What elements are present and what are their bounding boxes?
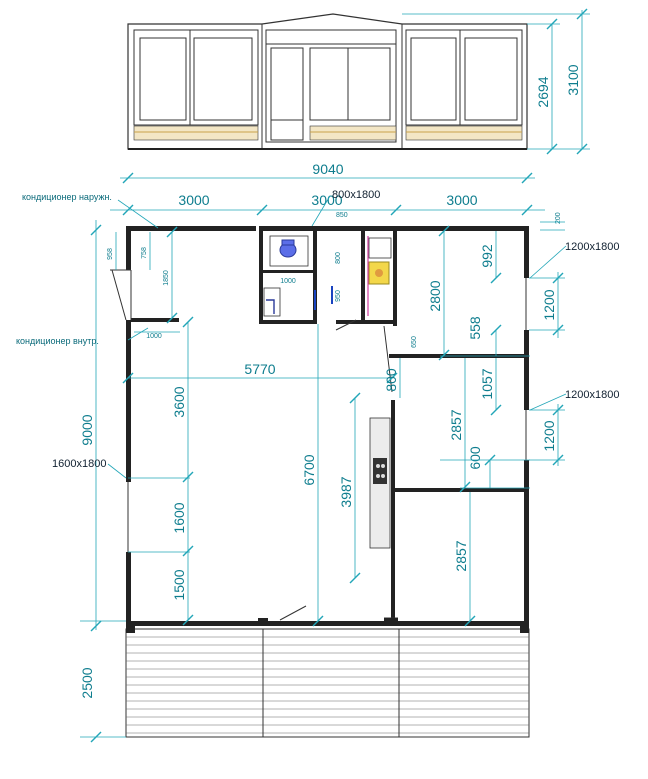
shower-fixture xyxy=(263,287,281,317)
label-ac-outer: кондиционер наружн. xyxy=(22,192,112,202)
fixtures xyxy=(263,235,392,549)
stove xyxy=(373,458,387,484)
label-ac-inner: кондиционер внутр. xyxy=(16,336,99,346)
dim-deck-depth: 2500 xyxy=(79,667,95,698)
elev-height-2694: 2694 xyxy=(535,76,551,107)
dim-558: 558 xyxy=(467,316,483,340)
front-elevation xyxy=(127,13,528,150)
door-size-label: 800x1800 xyxy=(332,189,380,201)
dim-2857-lower: 2857 xyxy=(453,540,469,571)
openings xyxy=(110,269,527,621)
dim-5770: 5770 xyxy=(244,361,275,377)
dim-2857-upper: 2857 xyxy=(448,409,464,440)
dim-total-width: 9040 xyxy=(312,161,343,177)
label-window-left: 1600x1800 xyxy=(52,458,106,470)
dim-958: 958 xyxy=(107,248,114,260)
dim-850: 850 xyxy=(336,212,348,219)
dim-6700: 6700 xyxy=(301,454,317,485)
left-dimensions: 9000 2500 958 758 1850 1000 3600 1600 15… xyxy=(79,220,194,743)
dim-wc-950: 950 xyxy=(335,290,342,302)
dim-right-1200-a: 1200 xyxy=(541,289,557,320)
terrace-deck xyxy=(125,618,530,738)
top-dimensions: 9040 3000 3000 3000 800x1800 850 200 xyxy=(110,161,565,231)
dim-758: 758 xyxy=(141,247,148,259)
dim-seg-2: 3000 xyxy=(311,192,342,208)
dim-200: 200 xyxy=(555,212,562,224)
label-window-right-1: 1200x1800 xyxy=(565,241,619,253)
dim-3987: 3987 xyxy=(338,476,354,507)
dim-seg-1: 3000 xyxy=(178,192,209,208)
dim-1850: 1850 xyxy=(163,270,170,286)
label-window-right-2: 1200x1800 xyxy=(565,389,619,401)
dim-3600: 3600 xyxy=(171,386,187,417)
elev-height-3100: 3100 xyxy=(565,64,581,95)
dim-seg-3: 3000 xyxy=(446,192,477,208)
dim-wc-1000: 1000 xyxy=(280,278,296,285)
dim-1600: 1600 xyxy=(171,502,187,533)
inner-dimensions: 5770 6700 3987 800 950 1000 650 800 2800… xyxy=(122,225,530,627)
elevation-height-dims: 2694 3100 xyxy=(402,8,590,155)
annotations: кондиционер наружн. кондиционер внутр. 1… xyxy=(16,192,619,479)
dim-650: 650 xyxy=(411,336,418,348)
dim-ac-1000: 1000 xyxy=(146,333,162,340)
dim-800: 800 xyxy=(383,368,399,392)
dim-992: 992 xyxy=(479,244,495,268)
right-dimensions: 1200 1200 xyxy=(529,272,565,466)
dim-right-1200-b: 1200 xyxy=(541,420,557,451)
dim-600: 600 xyxy=(467,446,483,470)
dim-total-height: 9000 xyxy=(79,414,95,445)
dim-1500: 1500 xyxy=(171,569,187,600)
dim-wc-800: 800 xyxy=(335,252,342,264)
dim-1057: 1057 xyxy=(479,368,495,399)
dim-2800: 2800 xyxy=(427,280,443,311)
